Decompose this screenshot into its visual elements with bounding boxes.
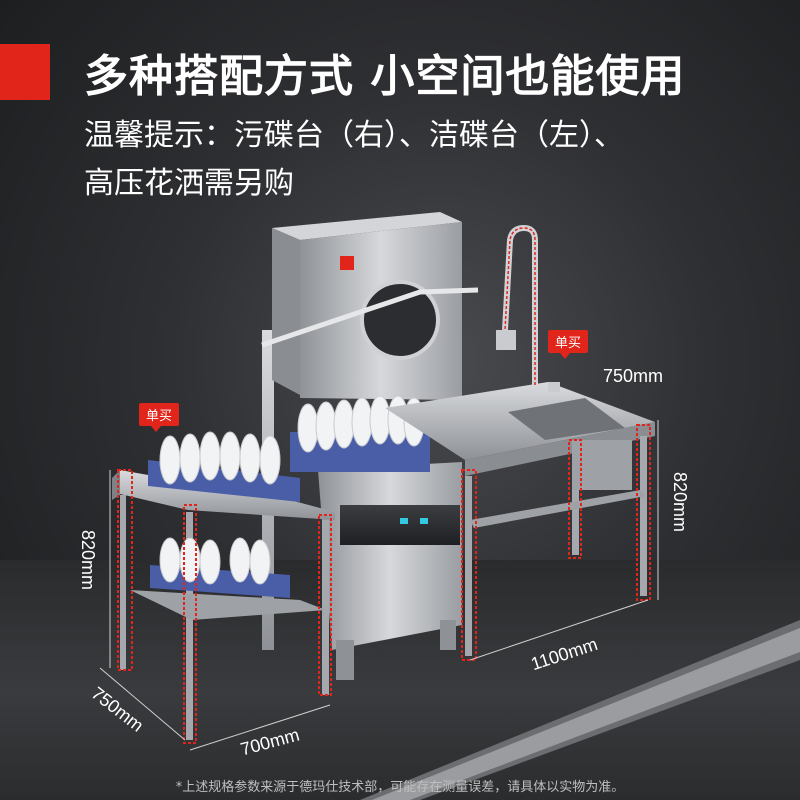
notice-line-2: 高压花洒需另购 [84, 166, 294, 201]
hood-handle [261, 287, 479, 348]
accent-block [0, 44, 50, 100]
sink-basin [508, 398, 625, 440]
headline: 多种搭配方式 小空间也能使用 [84, 51, 686, 102]
dim-left-height: 820mm [78, 530, 98, 591]
window-icon [360, 280, 440, 360]
disclaimer-footnote: *上述规格参数来源于德玛仕技术部，可能存在测量误差，请具体以实物为准。 [175, 780, 625, 795]
dim-right-width: 750mm [603, 366, 664, 386]
notice-line-1: 温馨提示：污碟台（右）、洁碟台（左）、 [84, 118, 624, 153]
dim-right-height: 820mm [670, 472, 690, 533]
dishwasher-body [290, 395, 462, 680]
faucet-icon [496, 224, 538, 385]
clean-dish-table [112, 431, 335, 744]
dimension-lines [99, 420, 659, 751]
sold-separately-tag-right: 单买 [548, 330, 589, 359]
notice: 温馨提示：污碟台（右）、洁碟台（左）、 高压花洒需另购 [84, 112, 784, 208]
dish-rack-upper [148, 431, 300, 502]
sold-separately-tag-left: 单买 [139, 403, 180, 432]
sink-table [385, 382, 655, 661]
floor-drain [360, 620, 800, 800]
brand-logo-icon [340, 256, 354, 270]
